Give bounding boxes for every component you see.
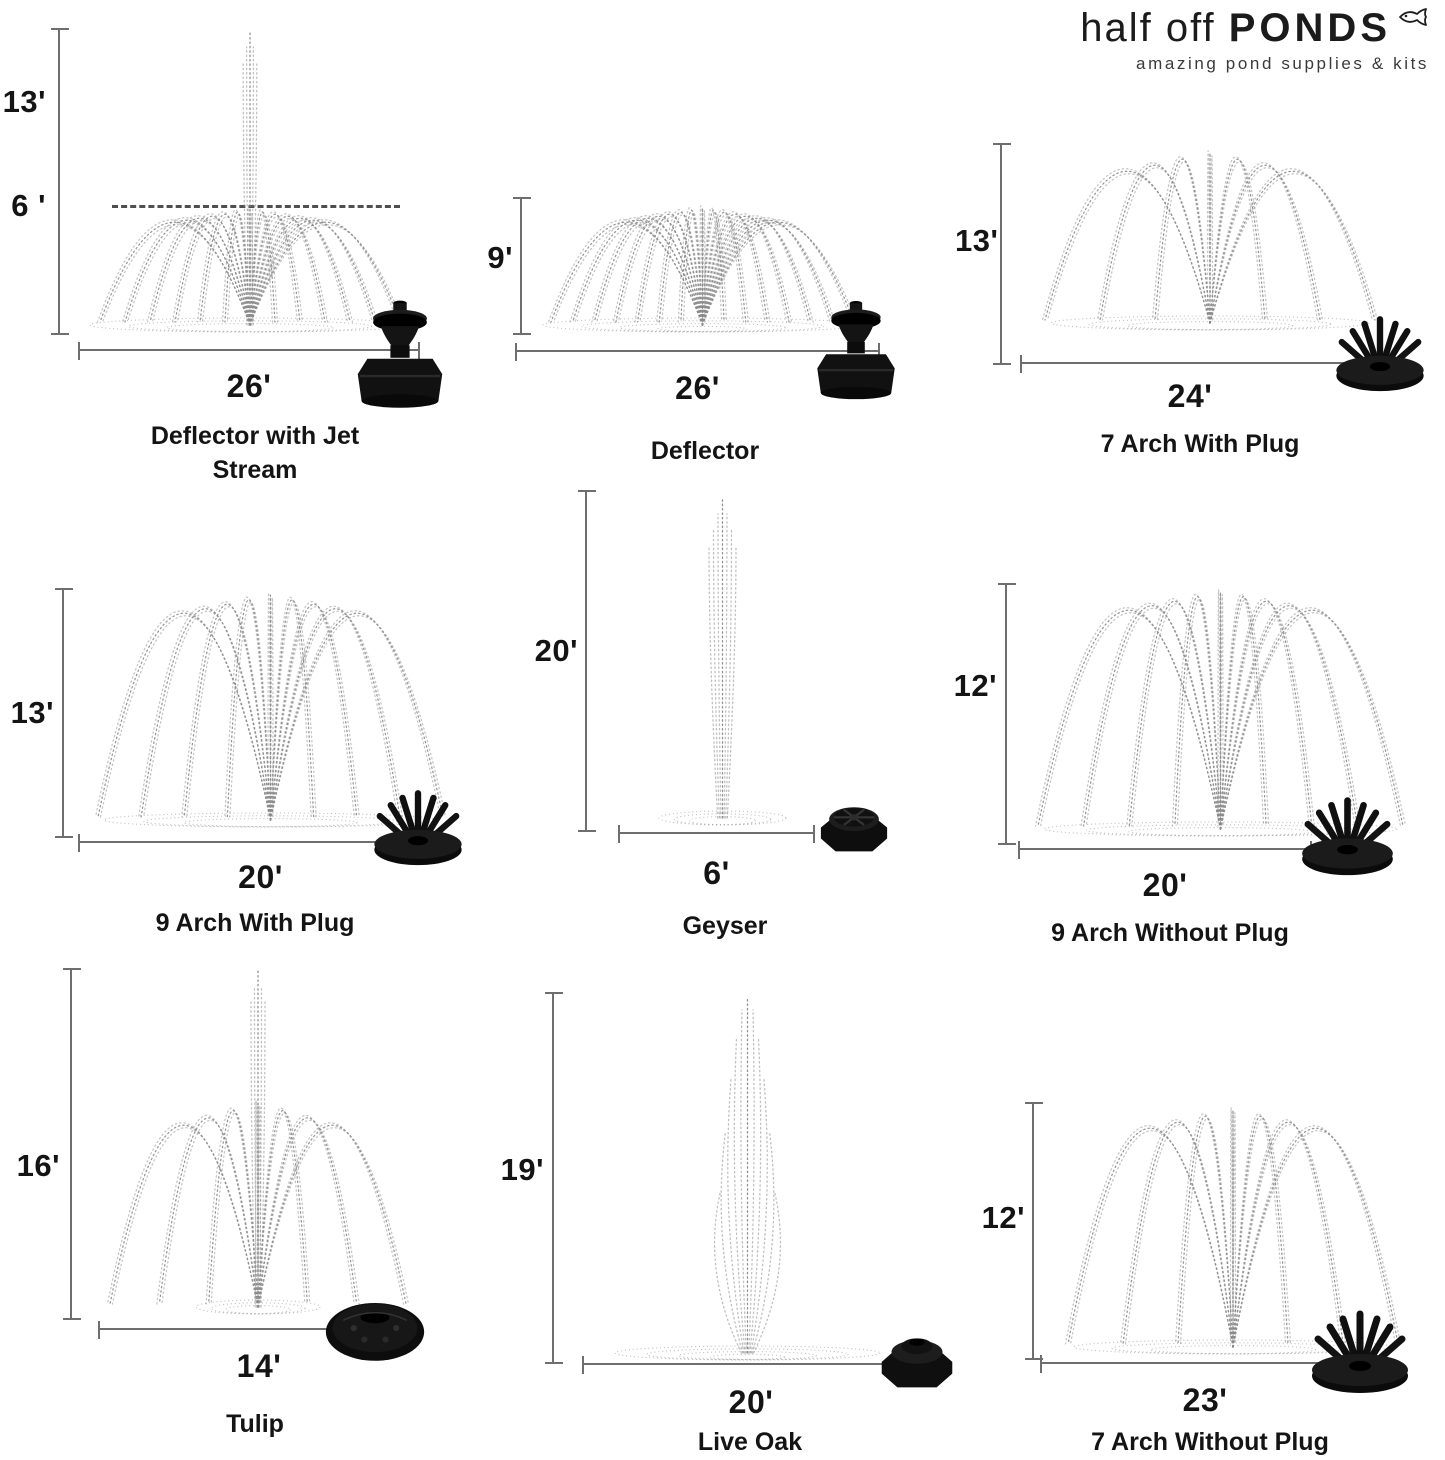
brand-tagline: amazing pond supplies & kits	[1136, 54, 1429, 73]
width-dimension-line	[515, 343, 880, 361]
height-dimension-line	[993, 143, 1011, 365]
deflector-jet-spray-illustration	[89, 30, 411, 333]
fountain-card-deflector-with-jet-stream: 13' 6 ' 26' Deflector with Jet Stream	[0, 0, 480, 484]
brand-bold-text: PONDS	[1228, 6, 1391, 50]
fountain-card-7-arch-without-plug: 12' 23' 7 Arch Without Plug	[960, 960, 1445, 1456]
width-label: 20'	[238, 859, 283, 895]
fountain-name: Live Oak	[697, 1428, 803, 1456]
fountain-name: 9 Arch Without Plug	[1051, 919, 1289, 947]
width-label: 20'	[1142, 867, 1188, 903]
height-label: 13'	[2, 84, 46, 119]
fountain-card-geyser: 20' 6' Geyser	[530, 485, 950, 960]
tulip-nozzle-image	[325, 1302, 425, 1362]
height-label: 9'	[487, 240, 513, 275]
height-dimension-line	[545, 992, 563, 1364]
deflector-nozzle-image	[356, 299, 444, 409]
width-label: 24'	[1167, 378, 1213, 414]
height-label: 20'	[534, 633, 578, 668]
fountain-name: 7 Arch With Plug	[1100, 430, 1300, 458]
fountain-card-live-oak: 19' 20' Live Oak	[490, 960, 960, 1456]
fountain-name: Deflector with Jet Stream	[150, 422, 360, 484]
fountain-name: Geyser	[682, 912, 768, 940]
arch-nozzle-image	[1295, 793, 1400, 878]
nine-arch-spray-illustration	[94, 592, 447, 828]
secondary-height-label: 6 '	[11, 188, 46, 223]
height-label: 19'	[500, 1152, 544, 1187]
height-dimension-line	[1025, 1102, 1043, 1360]
geyser-nozzle-image	[819, 806, 889, 853]
live-oak-nozzle-image	[881, 1338, 953, 1388]
brand-logo: half off PONDS amazing pond supplies & k…	[1080, 6, 1429, 74]
height-label: 16'	[16, 1148, 60, 1183]
tulip-spray-illustration	[106, 969, 410, 1315]
fountain-card-9-arch-with-plug: 13' 20' 9 Arch With Plug	[0, 485, 480, 960]
height-dimension-line	[998, 583, 1016, 845]
height-label: 12'	[981, 1200, 1025, 1235]
fountain-name: 7 Arch Without Plug	[1091, 1428, 1329, 1456]
height-dimension-line	[55, 588, 73, 838]
height-label: 12'	[953, 668, 997, 703]
height-dimension-line	[51, 28, 69, 335]
fountain-name: Tulip	[226, 1410, 284, 1438]
width-dimension-line	[1020, 355, 1360, 373]
width-label: 20'	[728, 1384, 774, 1420]
width-dimension-line	[1018, 841, 1312, 859]
geyser-spray-illustration	[658, 497, 787, 826]
height-dimension-line	[63, 968, 81, 1320]
arch-nozzle-image	[368, 783, 468, 871]
width-label: 26'	[226, 368, 272, 404]
brand-light-text: half off	[1080, 6, 1229, 50]
fountain-card-9-arch-without-plug: 12' 20' 9 Arch Without Plug	[950, 485, 1445, 960]
deflector-nozzle-image	[816, 299, 896, 401]
width-label: 14'	[236, 1348, 282, 1384]
brand-wordmark: half off PONDS	[1080, 6, 1429, 51]
height-dimension-line	[578, 490, 596, 832]
width-dimension-line	[618, 825, 815, 843]
fountain-card-deflector: 9' 26' Deflector	[485, 0, 945, 480]
live-oak-spray-illustration	[614, 996, 881, 1361]
width-label: 6'	[703, 855, 730, 891]
height-label: 13'	[955, 223, 999, 258]
width-label: 26'	[675, 370, 720, 406]
nine-arch-spray-illustration	[1034, 589, 1407, 837]
seven-arch-spray-illustration	[1041, 150, 1379, 331]
width-dimension-line	[78, 342, 420, 360]
arch-nozzle-image	[1305, 1305, 1415, 1397]
fountain-card-7-arch-with-plug: 13' 24' 7 Arch With Plug	[955, 0, 1445, 480]
height-label: 13'	[10, 695, 54, 730]
width-label: 23'	[1182, 1382, 1228, 1418]
fountain-card-tulip: 16' 14' Tulip	[0, 960, 480, 1452]
arch-nozzle-image	[1330, 312, 1430, 394]
six-foot-dashed-reference-line	[112, 205, 400, 208]
fountain-name: 9 Arch With Plug	[155, 909, 355, 937]
deflector-spray-illustration	[542, 205, 863, 333]
height-dimension-line	[513, 197, 531, 335]
seven-arch-spray-illustration	[1064, 1107, 1402, 1355]
fountain-name: Deflector	[650, 437, 760, 465]
